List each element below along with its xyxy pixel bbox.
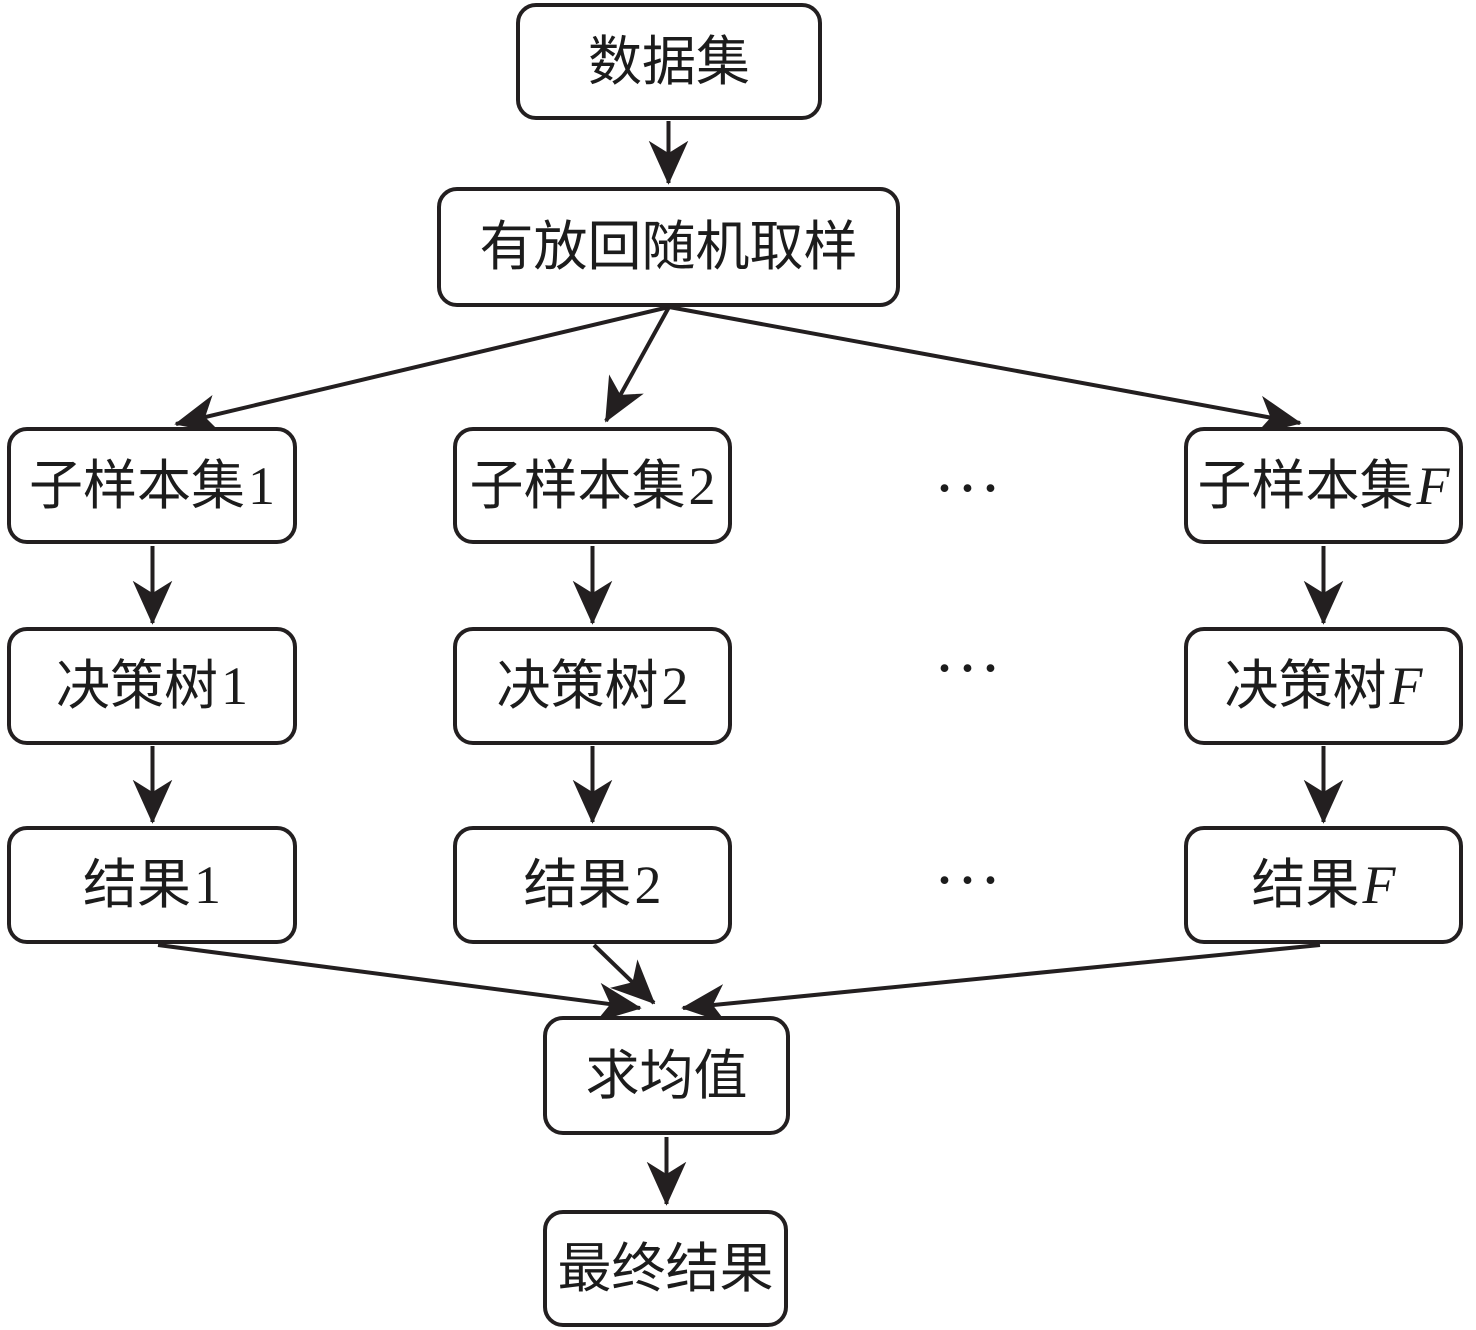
node-tree-2-label: 决策树 (496, 656, 659, 716)
node-subsample-2-index: 2 (688, 455, 716, 516)
node-subsample-2-label: 子样本集 (469, 455, 686, 516)
node-result-2-label: 结果 (523, 855, 632, 915)
arrow-sampling-to-subsampleF (668, 305, 1302, 435)
ellipsis-subsample-row: ··· (933, 452, 1003, 525)
node-tree-1-index: 1 (221, 656, 248, 716)
node-result-F-label: 结果 (1251, 855, 1360, 915)
arrow-result1-to-mean (157, 943, 642, 1023)
node-sampling-label: 有放回随机取样 (479, 217, 858, 277)
arrow-sampling-to-subsample1 (174, 305, 670, 434)
node-subsample-F-index: F (1416, 455, 1450, 516)
node-final-result-label: 最终结果 (557, 1238, 774, 1299)
node-tree-1-label: 决策树 (56, 656, 218, 716)
node-result-1-label: 结果 (83, 855, 191, 915)
node-tree-2-index: 2 (661, 656, 689, 716)
node-sampling: 有放回随机取样 (437, 187, 900, 307)
arrow-result2-to-mean (592, 943, 656, 1005)
ellipsis-result-row: ··· (933, 844, 1003, 917)
arrow-sampling-to-subsample2 (604, 306, 671, 423)
node-tree-F-index: F (1389, 656, 1423, 716)
node-subsample-1-index: 1 (248, 455, 275, 516)
node-final-result: 最终结果 (543, 1210, 788, 1327)
node-dataset-label: 数据集 (588, 31, 750, 92)
node-result-2-index: 2 (634, 855, 662, 915)
node-tree-F-label: 决策树 (1224, 656, 1387, 716)
node-result-1-index: 1 (194, 855, 221, 915)
node-mean: 求均值 (543, 1016, 790, 1135)
node-subsample-1-label: 子样本集 (29, 455, 245, 516)
node-dataset: 数据集 (516, 3, 822, 120)
arrow-resultF-to-mean (681, 943, 1321, 1024)
node-subsample-F-label: 子样本集 (1197, 455, 1414, 516)
node-mean-label: 求均值 (585, 1045, 748, 1106)
ellipsis-tree-row: ··· (933, 632, 1003, 705)
node-result-F-index: F (1362, 855, 1396, 915)
